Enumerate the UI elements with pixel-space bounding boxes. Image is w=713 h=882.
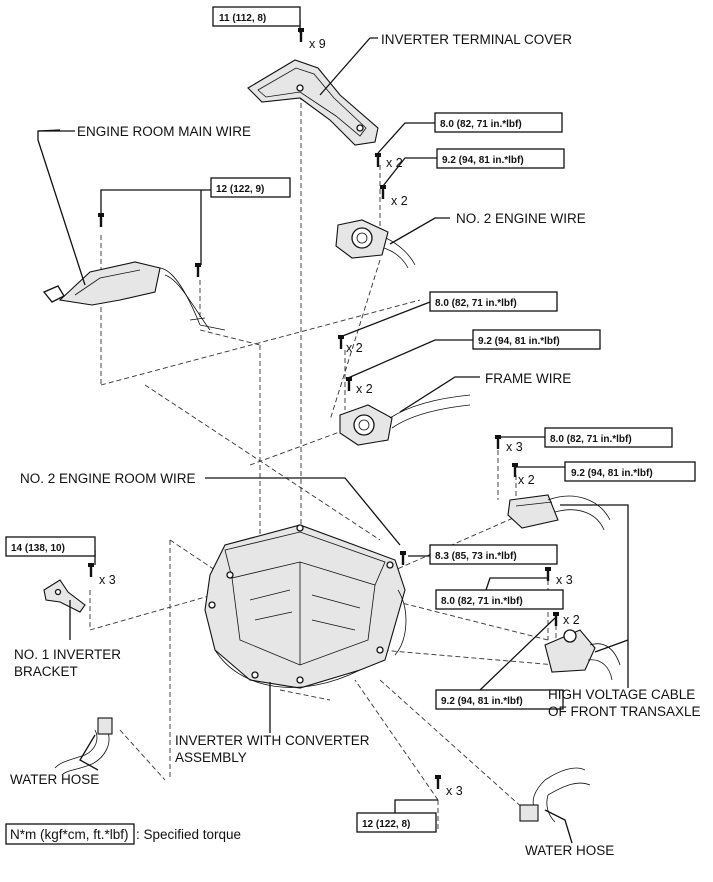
quantity-labels: x 9 x 2 x 2 x 2 x 2 x 3 x 2 x 3 x 2 x 3 … bbox=[99, 37, 580, 798]
torque-spec-eng2-b: 9.2 (94, 81 in.*lbf) bbox=[436, 148, 565, 169]
torque-text: 8.0 (82, 71 in.*lbf) bbox=[440, 119, 522, 130]
qty-frame-a: x 2 bbox=[346, 341, 363, 355]
label-hv-cable-line2: OF FRONT TRANSAXLE bbox=[548, 704, 701, 719]
torque-spec-hv-a: 8.0 (82, 71 in.*lbf) bbox=[544, 427, 673, 448]
qty-eng2-b: x 2 bbox=[391, 194, 408, 208]
inverter-assembly-part bbox=[204, 524, 407, 689]
torque-text: 11 (112, 8) bbox=[219, 13, 266, 24]
water-hose-left-part bbox=[54, 717, 113, 776]
label-no2-engine-wire: NO. 2 ENGINE WIRE bbox=[456, 211, 586, 226]
qty-bracket: x 3 bbox=[99, 573, 116, 587]
qty-cover: x 9 bbox=[309, 37, 326, 51]
torque-text: 8.3 (85, 73 in.*lbf) bbox=[435, 551, 517, 562]
label-inverter-assembly-line2: ASSEMBLY bbox=[175, 750, 247, 765]
no1-inverter-bracket-part bbox=[43, 579, 86, 613]
torque-text: 9.2 (94, 81 in.*lbf) bbox=[571, 468, 653, 479]
leader-lines bbox=[37, 20, 629, 844]
qty-hv-c: x 3 bbox=[556, 573, 573, 587]
torque-spec-frame-a: 8.0 (82, 71 in.*lbf) bbox=[429, 291, 558, 312]
qty-bottom: x 3 bbox=[446, 784, 463, 798]
torque-text: 8.0 (82, 71 in.*lbf) bbox=[435, 298, 517, 309]
hv-cable-upper-connector-part bbox=[507, 494, 611, 531]
torque-spec-main-wire: 12 (122, 9) bbox=[210, 177, 291, 198]
torque-spec-room2: 8.3 (85, 73 in.*lbf) bbox=[429, 544, 558, 565]
torque-spec-bracket: 14 (138, 10) bbox=[5, 536, 96, 557]
torque-legend: N*m (kgf*cm, ft.*lbf) : Specified torque bbox=[5, 823, 241, 845]
label-inverter-terminal-cover: INVERTER TERMINAL COVER bbox=[381, 32, 572, 47]
frame-wire-part bbox=[339, 394, 471, 446]
torque-spec-hv-c: 8.0 (82, 71 in.*lbf) bbox=[435, 589, 564, 610]
qty-hv-b: x 2 bbox=[518, 473, 535, 487]
torque-spec-eng2-a: 8.0 (82, 71 in.*lbf) bbox=[434, 112, 563, 133]
torque-text: 8.0 (82, 71 in.*lbf) bbox=[441, 596, 523, 607]
label-no2-engine-room-wire: NO. 2 ENGINE ROOM WIRE bbox=[20, 471, 196, 486]
torque-spec-hv-b: 9.2 (94, 81 in.*lbf) bbox=[564, 461, 696, 482]
label-no1-inverter-bracket-line2: BRACKET bbox=[14, 664, 78, 679]
label-inverter-assembly-line1: INVERTER WITH CONVERTER bbox=[175, 733, 370, 748]
part-labels: INVERTER TERMINAL COVER ENGINE ROOM MAIN… bbox=[10, 32, 701, 858]
torque-spec-bottom: 12 (122, 8) bbox=[356, 812, 437, 833]
label-frame-wire: FRAME WIRE bbox=[485, 371, 571, 386]
alignment-lines bbox=[89, 95, 557, 830]
torque-text: 9.2 (94, 81 in.*lbf) bbox=[441, 696, 523, 707]
qty-hv-d: x 2 bbox=[563, 613, 580, 627]
label-engine-room-main-wire: ENGINE ROOM MAIN WIRE bbox=[77, 124, 251, 139]
label-water-hose-left: WATER HOSE bbox=[10, 772, 99, 787]
inverter-terminal-cover-part bbox=[247, 59, 379, 146]
torque-spec-frame-b: 9.2 (94, 81 in.*lbf) bbox=[472, 329, 601, 350]
torque-text: 9.2 (94, 81 in.*lbf) bbox=[478, 336, 560, 347]
torque-text: 9.2 (94, 81 in.*lbf) bbox=[442, 155, 524, 166]
torque-text: 8.0 (82, 71 in.*lbf) bbox=[550, 434, 632, 445]
no2-engine-wire-part bbox=[335, 219, 416, 269]
qty-frame-b: x 2 bbox=[356, 382, 373, 396]
torque-spec-cover: 11 (112, 8) bbox=[212, 6, 301, 27]
legend-unit: N*m (kgf*cm, ft.*lbf) bbox=[10, 827, 129, 842]
torque-text: 12 (122, 8) bbox=[362, 819, 410, 830]
qty-hv-a: x 3 bbox=[506, 440, 523, 454]
water-hose-right-part bbox=[519, 767, 591, 823]
engine-room-main-wire-part bbox=[42, 261, 226, 331]
label-hv-cable-line1: HIGH VOLTAGE CABLE bbox=[548, 687, 695, 702]
torque-text: 12 (122, 9) bbox=[216, 184, 264, 195]
label-water-hose-right: WATER HOSE bbox=[525, 843, 614, 858]
legend-text: : Specified torque bbox=[136, 827, 241, 842]
label-no1-inverter-bracket-line1: NO. 1 INVERTER bbox=[14, 647, 121, 662]
qty-eng2-a: x 2 bbox=[386, 156, 403, 170]
hv-cable-lower-connector-part bbox=[544, 629, 621, 681]
torque-text: 14 (138, 10) bbox=[11, 543, 65, 554]
torque-spec-hv-d: 9.2 (94, 81 in.*lbf) bbox=[435, 689, 564, 710]
